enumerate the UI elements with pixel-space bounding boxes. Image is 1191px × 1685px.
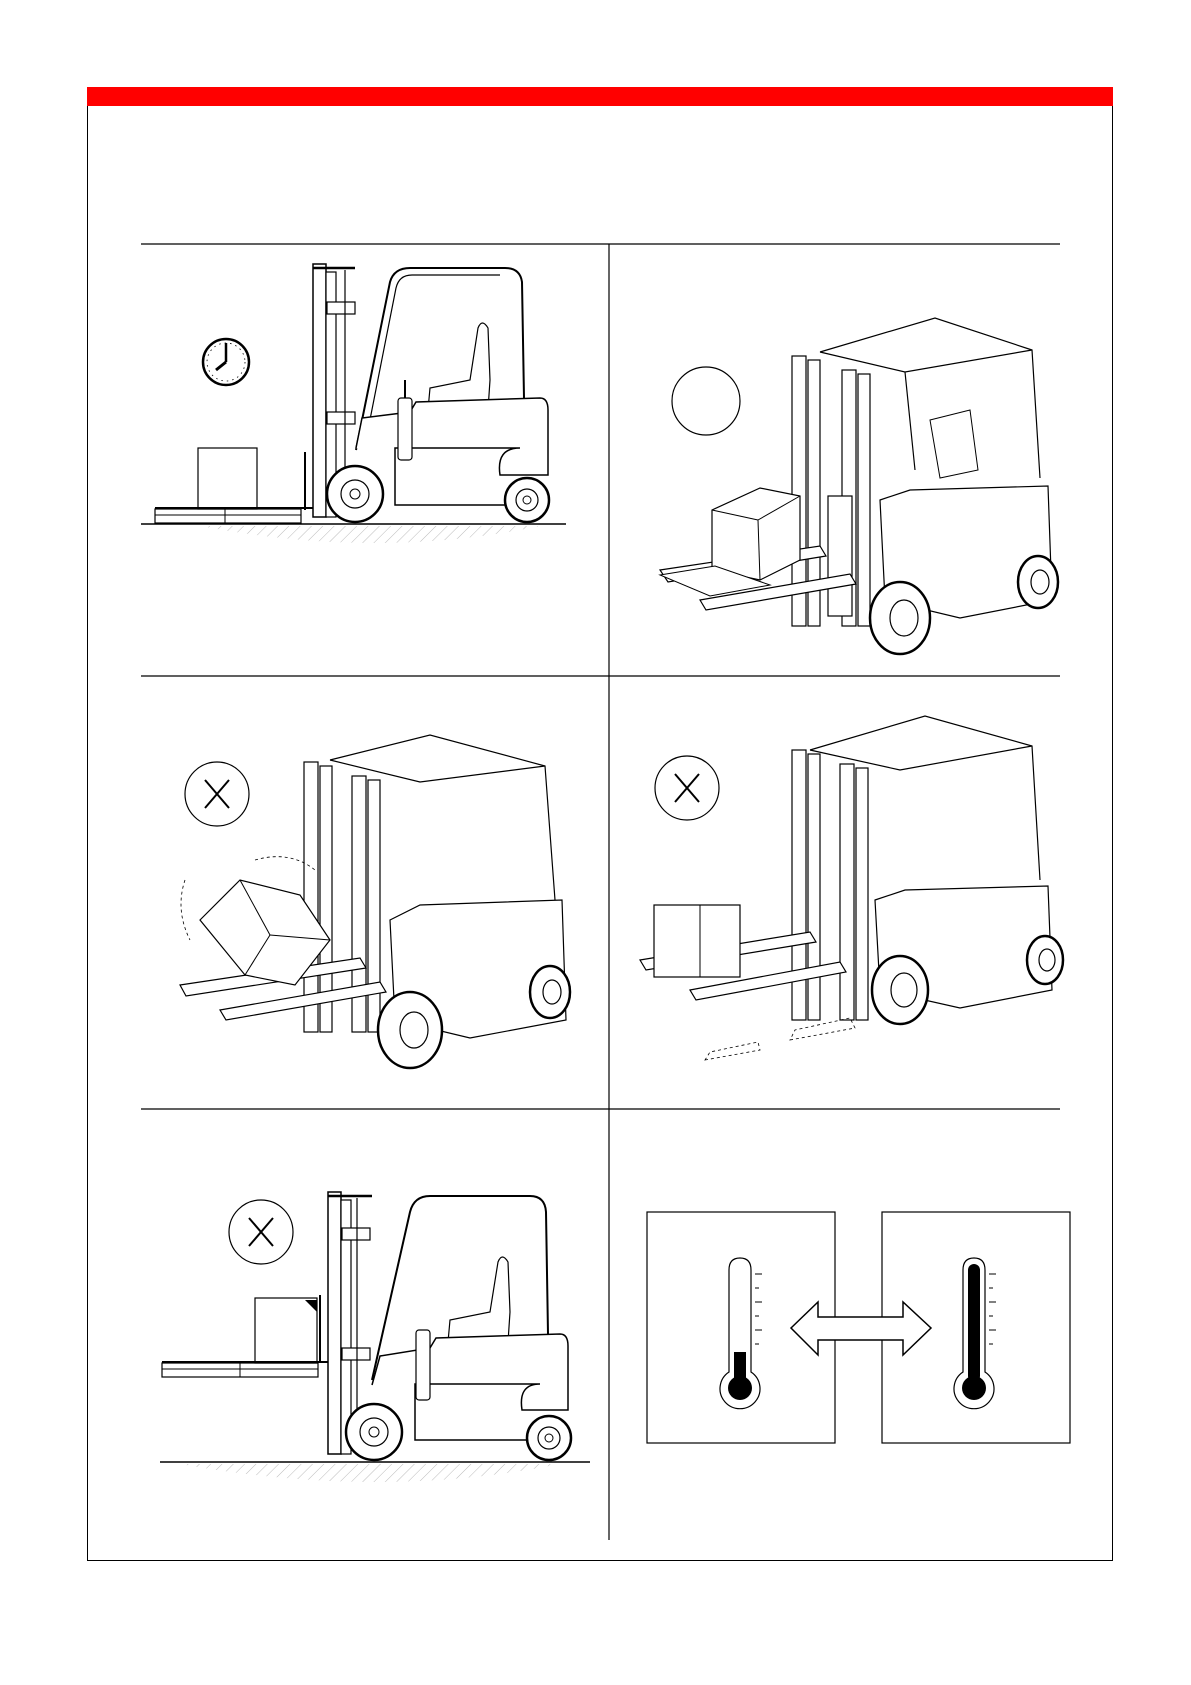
panel-off-center-load [640, 716, 1063, 1060]
empty-circle-icon [672, 367, 740, 435]
prohibited-x-icon [229, 1200, 293, 1264]
prohibited-x-icon [185, 762, 249, 826]
double-arrow-icon [791, 1302, 931, 1355]
forklift-side-view [160, 1192, 590, 1482]
forklift-iso-view [660, 318, 1058, 654]
prohibited-x-icon [655, 756, 719, 820]
clock-icon [203, 339, 249, 385]
panel-clock [141, 264, 566, 543]
panel-tilted-load [180, 735, 570, 1068]
panel-temperature [647, 1212, 1070, 1443]
forklift-side-view [141, 264, 566, 543]
panel-raised-load [160, 1192, 590, 1482]
panel-circle [660, 318, 1058, 654]
